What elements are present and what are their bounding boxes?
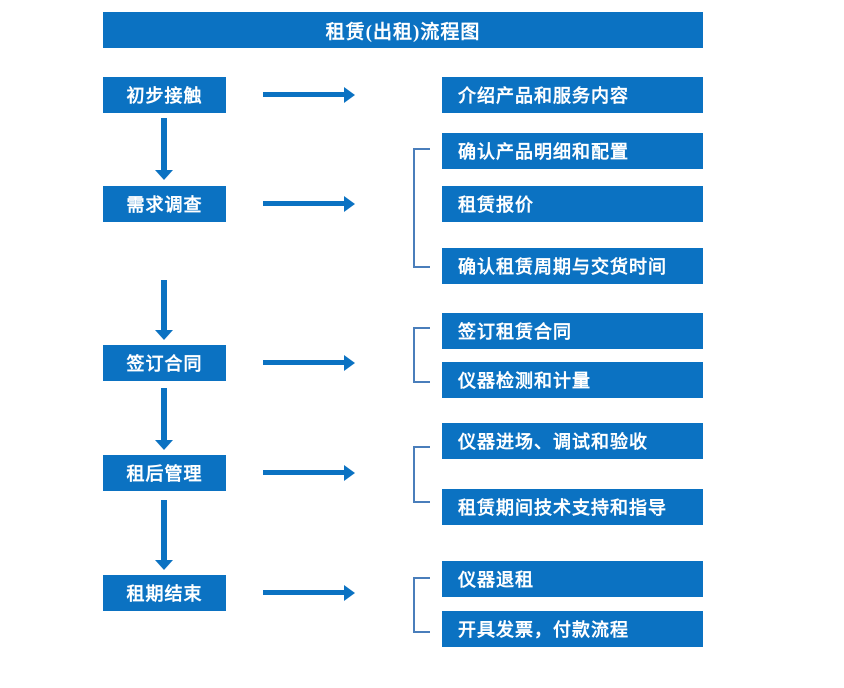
arrow-head — [344, 585, 355, 601]
arrow-head — [155, 440, 173, 450]
down-arrow-icon-3-4 — [152, 388, 176, 450]
right-arrow-icon-5 — [263, 584, 355, 602]
group-bracket-icon-5 — [413, 577, 430, 633]
detail-box-2-1[interactable]: 确认产品明细和配置 — [442, 133, 703, 169]
arrow-head — [344, 355, 355, 371]
arrow-shaft — [161, 388, 167, 441]
down-arrow-icon-1-2 — [152, 118, 176, 180]
down-arrow-icon-4-5 — [152, 500, 176, 570]
right-arrow-icon-2 — [263, 195, 355, 213]
arrow-shaft — [161, 500, 167, 561]
stage-box-4[interactable]: 租后管理 — [103, 455, 226, 491]
detail-box-2-2[interactable]: 租赁报价 — [442, 186, 703, 222]
stage-box-1[interactable]: 初步接触 — [103, 77, 226, 113]
right-arrow-icon-3 — [263, 354, 355, 372]
arrow-shaft — [263, 201, 346, 206]
right-arrow-icon-1 — [263, 86, 355, 104]
arrow-shaft — [263, 92, 346, 97]
arrow-shaft — [263, 590, 346, 595]
detail-box-4-2[interactable]: 租赁期间技术支持和指导 — [442, 489, 703, 525]
detail-box-2-3[interactable]: 确认租赁周期与交货时间 — [442, 248, 703, 284]
page-title: 租赁(出租)流程图 — [103, 12, 703, 48]
detail-box-3-2[interactable]: 仪器检测和计量 — [442, 362, 703, 398]
stage-box-3[interactable]: 签订合同 — [103, 345, 226, 381]
arrow-shaft — [161, 280, 167, 331]
detail-box-1-1[interactable]: 介绍产品和服务内容 — [442, 77, 703, 113]
detail-box-3-1[interactable]: 签订租赁合同 — [442, 313, 703, 349]
down-arrow-icon-2-3 — [152, 280, 176, 340]
group-bracket-icon-2 — [413, 148, 430, 268]
detail-box-5-2[interactable]: 开具发票，付款流程 — [442, 611, 703, 647]
arrow-head — [344, 87, 355, 103]
arrow-shaft — [161, 118, 167, 171]
arrow-shaft — [263, 360, 346, 365]
group-bracket-icon-3 — [413, 327, 430, 383]
detail-box-5-1[interactable]: 仪器退租 — [442, 561, 703, 597]
right-arrow-icon-4 — [263, 464, 355, 482]
arrow-head — [155, 560, 173, 570]
arrow-head — [155, 170, 173, 180]
stage-box-2[interactable]: 需求调查 — [103, 186, 226, 222]
arrow-head — [344, 465, 355, 481]
arrow-shaft — [263, 470, 346, 475]
arrow-head — [155, 330, 173, 340]
group-bracket-icon-4 — [413, 446, 430, 503]
detail-box-4-1[interactable]: 仪器进场、调试和验收 — [442, 423, 703, 459]
arrow-head — [344, 196, 355, 212]
stage-box-5[interactable]: 租期结束 — [103, 575, 226, 611]
